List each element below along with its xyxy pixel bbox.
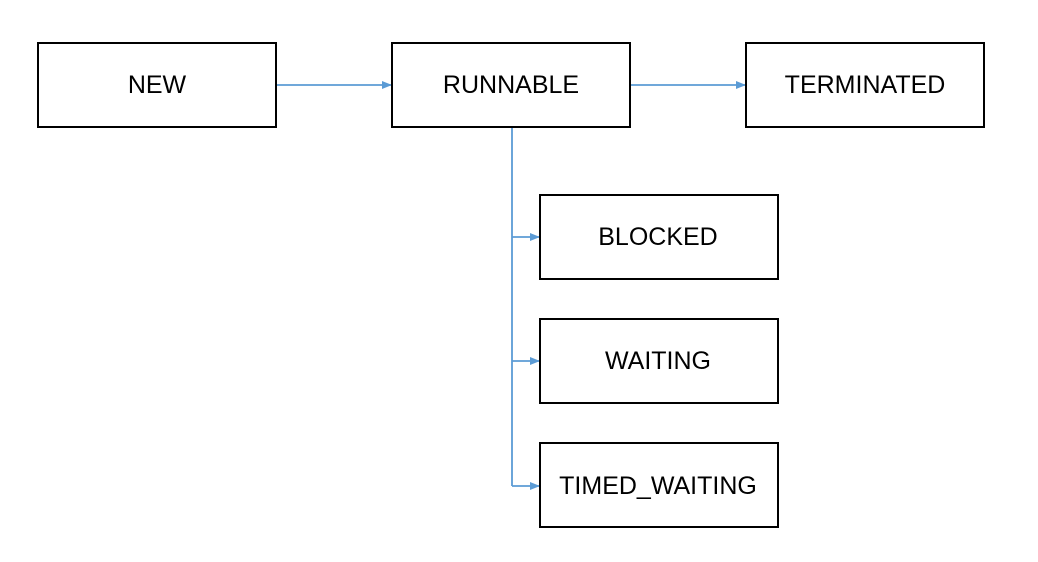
- node-new-label: NEW: [128, 71, 187, 99]
- node-terminated: TERMINATED: [745, 42, 985, 128]
- connectors: [277, 81, 746, 490]
- node-waiting: WAITING: [539, 318, 779, 404]
- node-waiting-box: [539, 318, 779, 404]
- node-blocked-box: [539, 194, 779, 280]
- node-timed-waiting-box: [539, 442, 779, 528]
- node-waiting-label: WAITING: [605, 347, 711, 375]
- node-terminated-box: [745, 42, 985, 128]
- node-terminated-label: TERMINATED: [785, 71, 946, 99]
- node-new: NEW: [37, 42, 277, 128]
- node-new-box: [37, 42, 277, 128]
- node-blocked-label: BLOCKED: [598, 223, 717, 251]
- node-runnable: RUNNABLE: [391, 42, 631, 128]
- node-timed-waiting-label: TIMED_WAITING: [559, 472, 757, 500]
- node-blocked: BLOCKED: [539, 194, 779, 280]
- node-runnable-label: RUNNABLE: [443, 71, 579, 99]
- node-timed-waiting: TIMED_WAITING: [539, 442, 779, 528]
- node-runnable-box: [391, 42, 631, 128]
